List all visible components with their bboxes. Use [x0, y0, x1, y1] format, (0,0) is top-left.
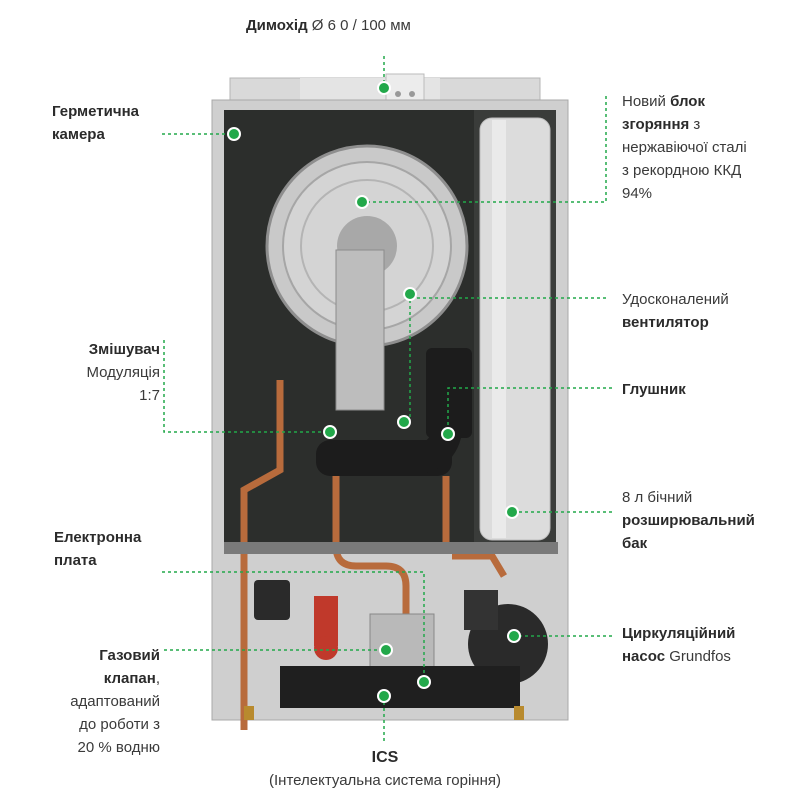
- expansion-tank: [479, 117, 551, 541]
- divider-rail: [224, 542, 558, 554]
- label-expansion-tank: 8 л бічний розширювальний бак: [622, 489, 755, 552]
- copper-pipes: [240, 380, 508, 730]
- label-burner: Новий блок згоряння з нержавіючої сталі …: [622, 93, 747, 202]
- label-electronic-board: Електронна плата: [54, 529, 142, 569]
- silencer-pipe: [316, 348, 472, 476]
- label-mixer: Змішувач Модуляція 1:7: [86, 341, 160, 404]
- label-gas-valve: Газовий клапан, адаптований до роботи з …: [70, 647, 160, 756]
- label-pump: Циркуляційний насос Grundfos: [622, 625, 736, 665]
- marker-dots: [227, 81, 521, 703]
- label-sealed-chamber: Герметична камера: [52, 103, 139, 143]
- label-silencer: Глушник: [622, 381, 686, 398]
- label-flue: Димохід Ø 6 0 / 100 мм: [246, 17, 411, 34]
- label-fan: Удосконалений вентилятор: [622, 291, 729, 331]
- label-ics: ICS (Інтелектуальна система горіння): [269, 749, 501, 789]
- fan-duct: [335, 249, 385, 411]
